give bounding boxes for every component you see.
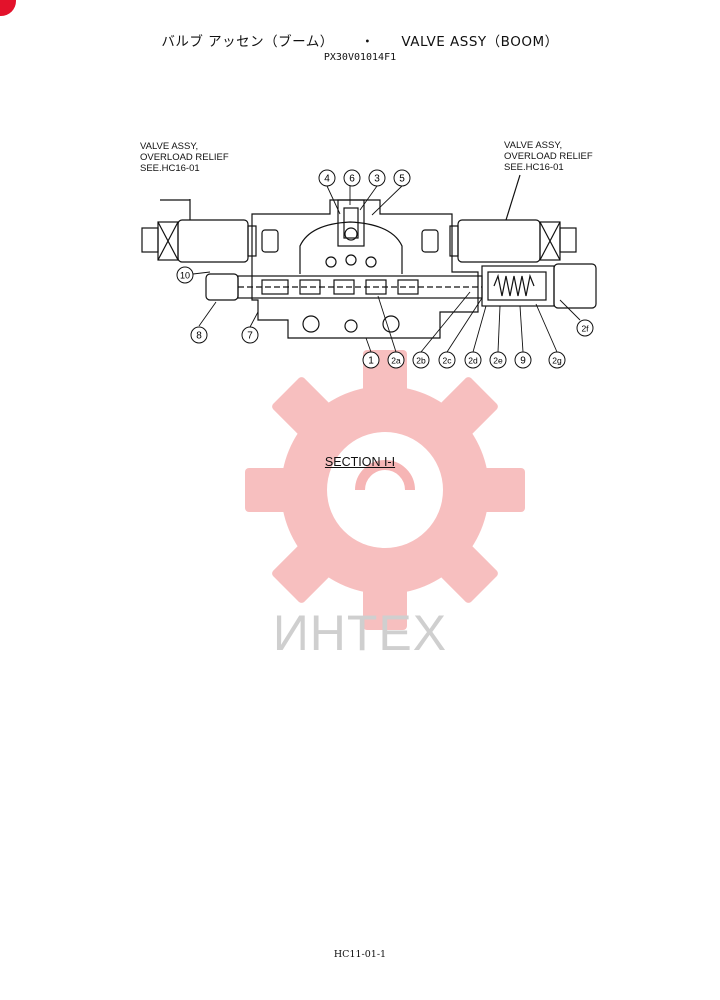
note-left: VALVE ASSY, OVERLOAD RELIEF SEE.HC16-01 — [140, 141, 229, 174]
callout-6: 6 — [343, 169, 361, 187]
callout-2c: 2c — [438, 351, 456, 369]
callout-10: 10 — [176, 266, 194, 284]
callout-2g: 2g — [548, 351, 566, 369]
title-separator: ・ — [360, 34, 375, 50]
callout-1: 1 — [362, 351, 380, 369]
callout-9: 9 — [514, 351, 532, 369]
svg-text:2a: 2a — [391, 356, 401, 366]
svg-text:3: 3 — [374, 174, 380, 185]
section-label: SECTION I-I — [324, 455, 396, 469]
watermark-text: ИНТЕХ — [272, 605, 448, 661]
callout-7: 7 — [241, 326, 259, 344]
svg-text:2c: 2c — [443, 356, 453, 366]
note-right: VALVE ASSY, OVERLOAD RELIEF SEE.HC16-01 — [504, 140, 593, 173]
svg-text:4: 4 — [324, 174, 330, 185]
title-en: VALVE ASSY（BOOM） — [401, 34, 559, 50]
page-title: バルブ アッセン（ブーム） ・ VALVE ASSY（BOOM） — [0, 30, 720, 50]
callout-4: 4 — [318, 169, 336, 187]
svg-text:2d: 2d — [468, 356, 478, 366]
svg-text:7: 7 — [247, 331, 253, 342]
callout-2f: 2f — [576, 319, 594, 337]
svg-text:2e: 2e — [493, 356, 503, 366]
callout-2a: 2a — [387, 351, 405, 369]
callout-2e: 2e — [489, 351, 507, 369]
callout-3: 3 — [368, 169, 386, 187]
svg-text:5: 5 — [399, 174, 405, 185]
svg-text:1: 1 — [368, 356, 374, 367]
callout-5: 5 — [393, 169, 411, 187]
svg-text:10: 10 — [180, 271, 190, 281]
svg-text:8: 8 — [196, 331, 202, 342]
svg-text:6: 6 — [349, 174, 355, 185]
callout-2b: 2b — [412, 351, 430, 369]
title-jp: バルブ アッセン（ブーム） — [161, 34, 334, 50]
callout-2d: 2d — [464, 351, 482, 369]
svg-text:2f: 2f — [581, 324, 589, 334]
part-code: PX30V01014F1 — [323, 52, 397, 63]
page-footer-code: HC11-01-1 — [333, 949, 387, 960]
callout-8: 8 — [190, 326, 208, 344]
svg-text:2b: 2b — [416, 356, 426, 366]
svg-text:9: 9 — [520, 356, 526, 367]
svg-text:2g: 2g — [552, 356, 562, 366]
